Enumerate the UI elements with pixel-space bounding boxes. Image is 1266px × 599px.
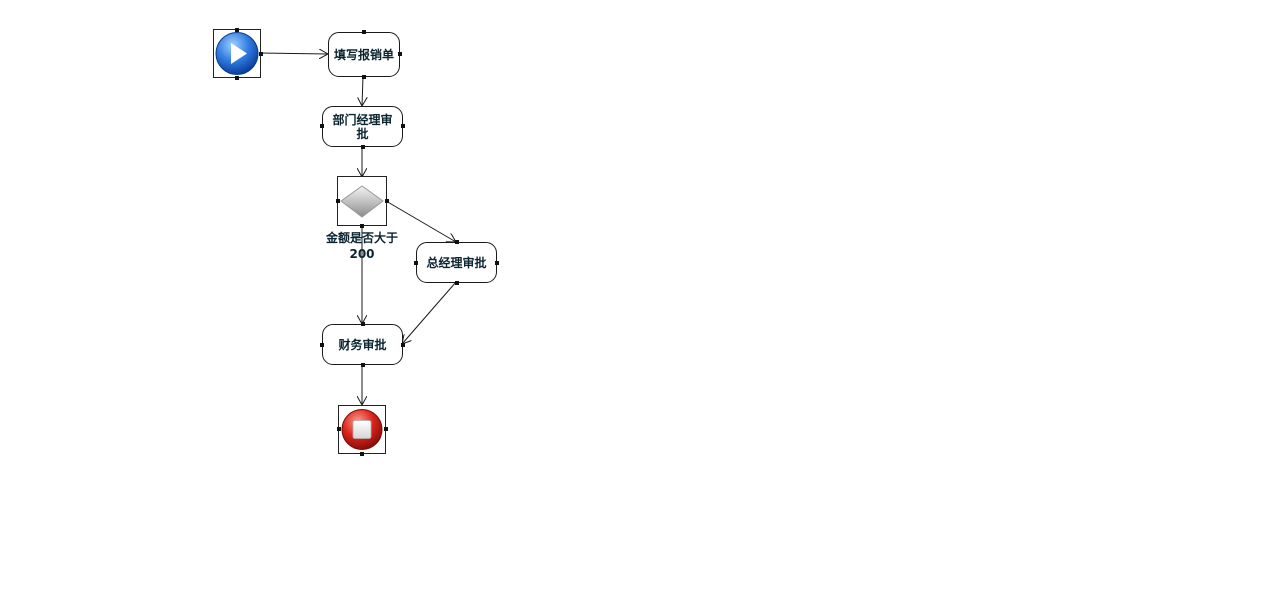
handle-right[interactable] <box>495 261 499 265</box>
diamond-gateway-icon <box>340 185 384 218</box>
handle-bottom[interactable] <box>455 281 459 285</box>
handle-bottom[interactable] <box>362 75 366 79</box>
handle-left[interactable] <box>320 343 324 347</box>
exclusive-gateway[interactable] <box>336 176 389 228</box>
task-label: 填写报销单 <box>334 47 395 62</box>
handle-top[interactable] <box>455 240 459 244</box>
handle-top[interactable] <box>362 30 366 34</box>
task-finance-approval[interactable]: 财务审批 <box>320 322 405 367</box>
handle-top[interactable] <box>235 28 239 32</box>
end-event[interactable] <box>337 405 388 456</box>
handle-bottom[interactable] <box>361 145 365 149</box>
handle-left[interactable] <box>320 124 324 128</box>
handle-bottom[interactable] <box>360 452 364 456</box>
handle-left[interactable] <box>336 199 340 203</box>
handle-right[interactable] <box>259 52 263 56</box>
task-dept-manager-approval[interactable]: 部门经理审批 <box>320 106 405 149</box>
edge-start-to-fill <box>259 53 328 54</box>
handle-bottom[interactable] <box>235 76 239 80</box>
handle-bottom[interactable] <box>360 224 364 228</box>
task-general-manager-approval[interactable]: 总经理审批 <box>414 240 499 285</box>
handle-right[interactable] <box>401 343 405 347</box>
handle-right[interactable] <box>401 124 405 128</box>
handle-top[interactable] <box>361 322 365 326</box>
task-label: 总经理审批 <box>426 255 487 270</box>
handle-right[interactable] <box>385 199 389 203</box>
stop-icon <box>341 409 383 450</box>
play-icon <box>215 32 259 75</box>
task-fill-form[interactable]: 填写报销单 <box>328 30 402 79</box>
task-label: 财务审批 <box>338 337 387 352</box>
gateway-label: 金额是否大于200 <box>325 231 398 261</box>
edge-fill-to-dept <box>362 76 363 106</box>
edge-gm-to-finance <box>402 281 457 344</box>
start-event[interactable] <box>213 28 263 80</box>
handle-right[interactable] <box>398 52 402 56</box>
task-label: 部门经理审批 <box>332 112 393 141</box>
handle-left[interactable] <box>337 427 341 431</box>
handle-left[interactable] <box>414 261 418 265</box>
handle-bottom[interactable] <box>361 363 365 367</box>
handle-right[interactable] <box>384 427 388 431</box>
